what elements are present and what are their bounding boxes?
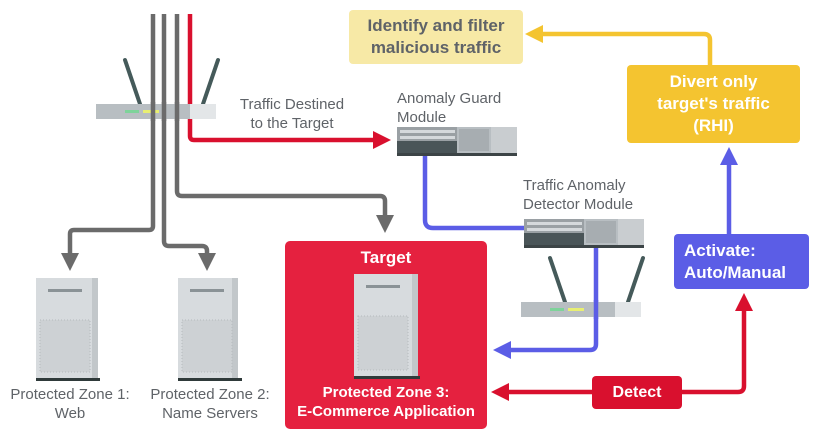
network-appliance-icon	[524, 219, 644, 248]
label-traffic-destined: Traffic Destined to the Target	[232, 95, 352, 133]
label-line: Anomaly Guard	[397, 90, 502, 107]
line-detector-to-target	[493, 245, 599, 359]
line-traffic-destined	[187, 14, 391, 149]
box-line: target's traffic	[657, 94, 770, 113]
box-line: (RHI)	[693, 116, 734, 135]
detect-box: Detect	[592, 376, 682, 409]
router-icon	[96, 58, 220, 121]
label-line: Detector Module	[523, 196, 634, 213]
line-to-zone1	[61, 14, 156, 271]
label-line: Protected Zone 2:	[150, 386, 270, 403]
caption-line: E-Commerce Application	[297, 403, 475, 420]
target-caption: Protected Zone 3: E-Commerce Application	[285, 383, 487, 421]
server-icon	[354, 274, 420, 379]
label-line: to the Target	[250, 115, 334, 132]
label-line: Protected Zone 1:	[10, 386, 130, 403]
box-line: malicious traffic	[370, 38, 502, 57]
box-line: Identify and filter	[367, 16, 505, 35]
server-icon	[36, 278, 100, 381]
network-appliance-icon	[397, 127, 517, 156]
activate-box: Activate: Auto/Manual	[674, 234, 809, 289]
box-line: Auto/Manual	[684, 262, 786, 282]
target-title: Target	[360, 248, 412, 267]
box-line: Divert only	[669, 72, 758, 91]
label-line: Traffic Destined	[239, 96, 345, 113]
label-zone1: Protected Zone 1: Web	[0, 385, 140, 423]
label-anomaly-detector: Traffic Anomaly Detector Module	[523, 176, 663, 214]
box-line: Activate:	[684, 240, 756, 260]
line-guard-to-detector	[422, 150, 526, 231]
caption-line: Protected Zone 3:	[322, 384, 450, 401]
label-line: Traffic Anomaly	[523, 177, 626, 194]
line-to-target	[174, 14, 394, 233]
label-anomaly-guard: Anomaly Guard Module	[397, 89, 527, 127]
target-box: Target Protected Zone 3: E-Commerce Appl…	[285, 241, 487, 429]
divert-box: Divert only target's traffic (RHI)	[627, 65, 800, 143]
line-divert-to-filter	[525, 25, 713, 65]
label-line: Module	[397, 109, 447, 126]
label-line: Name Servers	[162, 405, 258, 422]
label-zone2: Protected Zone 2: Name Servers	[140, 385, 280, 423]
label-line: Web	[54, 405, 86, 422]
server-icon	[178, 278, 242, 381]
line-detect-to-activate	[682, 293, 753, 395]
filter-box: Identify and filter malicious traffic	[349, 10, 523, 64]
router-icon	[521, 256, 645, 319]
line-to-zone2	[161, 14, 216, 271]
